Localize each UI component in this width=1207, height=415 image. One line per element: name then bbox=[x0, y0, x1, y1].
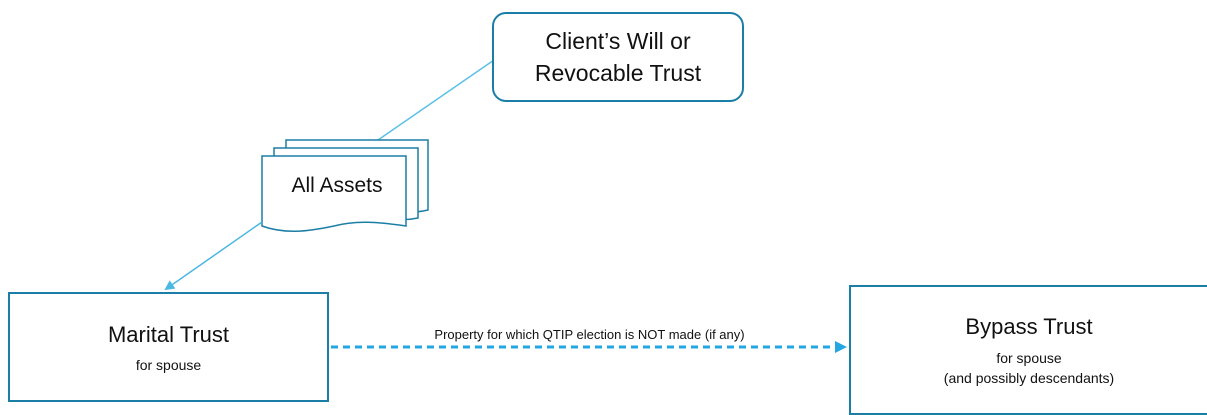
bypass-trust-subtitle-1: for spouse bbox=[996, 350, 1062, 366]
assets-label: All Assets bbox=[291, 174, 383, 197]
client-will-node: Client’s Will or Revocable Trust bbox=[492, 12, 744, 102]
connector-client-to-assets bbox=[377, 59, 495, 141]
bypass-trust-subtitle-2: (and possibly descendants) bbox=[943, 370, 1115, 386]
connectors-layer bbox=[164, 59, 847, 353]
connector-assets-to-marital bbox=[164, 221, 263, 291]
bypass-trust-node: Bypass Trust for spouse (and possibly de… bbox=[849, 285, 1207, 415]
marital-trust-subtitle: for spouse bbox=[135, 357, 202, 373]
assets-front-sheet bbox=[261, 155, 407, 233]
bypass-trust-title: Bypass Trust bbox=[965, 314, 1093, 339]
flow-label: Property for which QTIP election is NOT … bbox=[434, 327, 745, 342]
client-title-line2: Revocable Trust bbox=[534, 60, 702, 86]
marital-trust-title: Marital Trust bbox=[107, 322, 230, 347]
marital-trust-node: Marital Trust for spouse bbox=[8, 292, 329, 402]
assets-document-stack bbox=[261, 139, 429, 233]
client-title-line1: Client’s Will or bbox=[545, 28, 691, 54]
